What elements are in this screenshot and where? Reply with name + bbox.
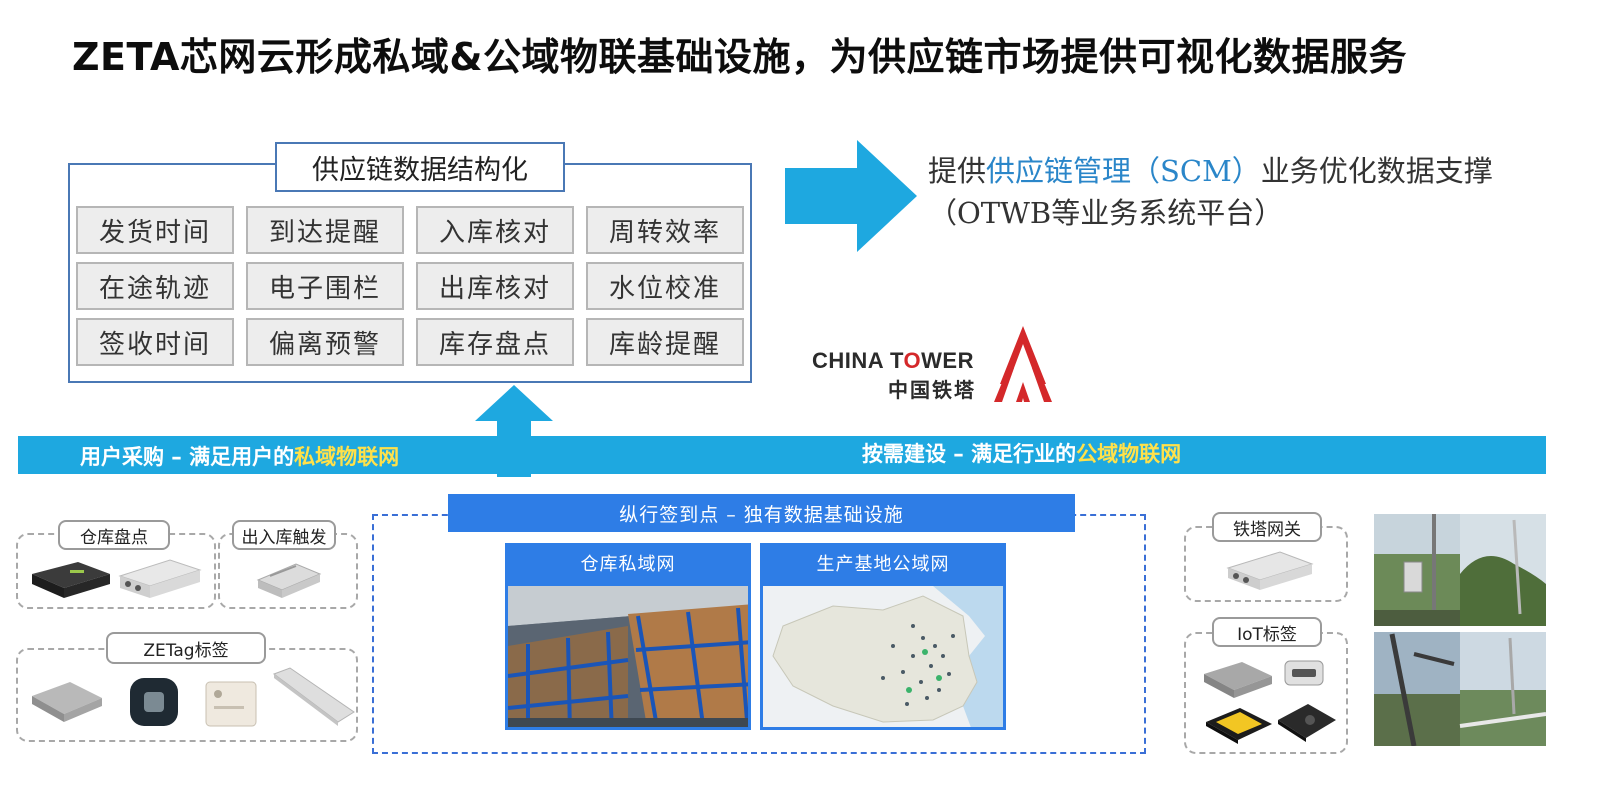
- up-arrow-icon: [475, 385, 553, 477]
- zetag-tag: ZETag标签: [106, 632, 266, 664]
- logo-english: CHINA TOWER: [812, 348, 974, 373]
- map-icon: [763, 586, 1003, 727]
- china-map-panel: [760, 583, 1006, 730]
- data-item: 库龄提醒: [586, 318, 744, 366]
- data-item: 水位校准: [586, 262, 744, 310]
- scm-support-text: 提供供应链管理（SCM）业务优化数据支撑 （OTWB等业务系统平台）: [928, 150, 1493, 234]
- data-item: 到达提醒: [246, 206, 404, 254]
- data-item: 出库核对: [416, 262, 574, 310]
- iot-dark-tag-icon: [1278, 704, 1336, 742]
- china-tower-logo: CHINA TOWER 中国铁塔: [812, 326, 1052, 402]
- data-item: 周转效率: [586, 206, 744, 254]
- structured-data-grid: 发货时间 到达提醒 入库核对 周转效率 在途轨迹 电子围栏 出库核对 水位校准 …: [76, 206, 746, 366]
- inventory-tag: 仓库盘点: [58, 520, 170, 550]
- warehouse-network-header: 仓库私域网: [505, 543, 751, 583]
- right-arrow-icon: [785, 140, 917, 252]
- data-item: 签收时间: [76, 318, 234, 366]
- trigger-device-icon: [256, 563, 322, 598]
- tower-gateway-icon: [1226, 551, 1314, 590]
- inout-tag: 出入库触发: [232, 520, 336, 550]
- support-prefix: 提供: [928, 154, 987, 188]
- warehouse-photo: [505, 583, 751, 730]
- checkin-point-area: [372, 514, 1146, 754]
- gateway-tag: 铁塔网关: [1212, 512, 1322, 542]
- iot-badge-icon: [1284, 660, 1324, 686]
- tower-mark-icon: [994, 326, 1052, 402]
- zetag-strip-icon: [272, 667, 355, 726]
- iot-yellow-tag-icon: [1206, 708, 1272, 744]
- data-item: 偏离预警: [246, 318, 404, 366]
- gateway-device-icon: [118, 559, 202, 598]
- production-network-header: 生产基地公域网: [760, 543, 1006, 583]
- support-highlight: 供应链管理（SCM）: [986, 154, 1261, 188]
- page-title: ZETA芯网云形成私域&公域物联基础设施，为供应链市场提供可视化数据服务: [72, 35, 1408, 79]
- data-item: 在途轨迹: [76, 262, 234, 310]
- tower-photos-icon: [1374, 514, 1547, 747]
- zetag-label-icon: [205, 681, 257, 727]
- data-item: 发货时间: [76, 206, 234, 254]
- warehouse-racks-icon: [508, 586, 748, 727]
- tower-site-photos: [1374, 514, 1547, 747]
- network-band: [18, 436, 1546, 474]
- logo-chinese: 中国铁塔: [888, 378, 976, 402]
- iot-tag-label: IoT标签: [1212, 617, 1322, 647]
- private-network-label: 用户采购 – 满足用户的私域物联网: [80, 445, 400, 469]
- support-suffix: 业务优化数据支撑: [1260, 154, 1493, 188]
- reader-device-icon: [32, 562, 110, 598]
- data-item: 库存盘点: [416, 318, 574, 366]
- zetag-card-icon: [32, 682, 102, 722]
- iot-card-icon: [1204, 662, 1272, 698]
- data-item: 入库核对: [416, 206, 574, 254]
- data-item: 电子围栏: [246, 262, 404, 310]
- support-line2: （OTWB等业务系统平台）: [928, 196, 1284, 230]
- zetag-puck-icon: [130, 678, 178, 726]
- checkin-point-bar: 纵行签到点 – 独有数据基础设施: [448, 494, 1075, 532]
- structured-data-title: 供应链数据结构化: [275, 142, 565, 192]
- public-network-label: 按需建设 – 满足行业的公域物联网: [862, 442, 1182, 466]
